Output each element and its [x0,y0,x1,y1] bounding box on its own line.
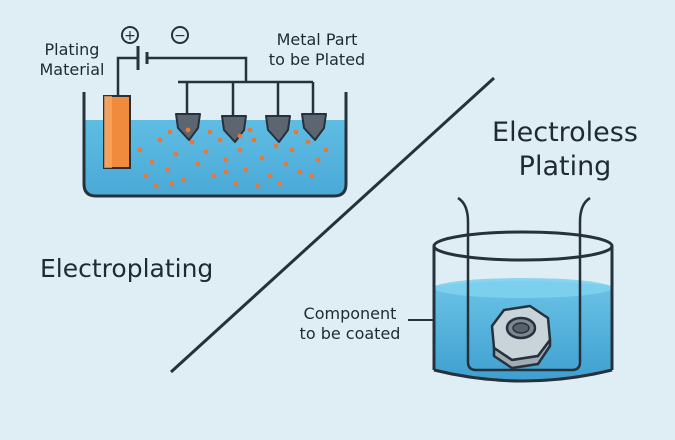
tank-outline [82,92,348,198]
anode-plate-icon [103,95,131,169]
divider-line [169,76,496,374]
ion-particle [203,149,209,155]
ion-particle [195,161,201,167]
ion-particle [293,129,299,135]
ion-particle [277,181,283,187]
ion-particle [237,133,243,139]
ion-particle [207,129,213,135]
ion-particle [305,139,311,145]
ion-particle [273,143,279,149]
negative-terminal-icon [171,26,189,44]
ion-particle [237,147,243,153]
component-label: Component to be coated [299,304,401,343]
ion-particle [223,157,229,163]
ion-particle [251,137,257,143]
electroplating-title: Electroplating [40,254,214,283]
electroless-title: Electroless Plating [492,117,638,182]
ion-particle [169,181,175,187]
power-circuit [116,46,315,118]
ion-particle [247,127,253,133]
ion-particle [157,137,163,143]
hex-nut-icon [490,304,552,370]
metal-part-label: Metal Part to be Plated [268,30,366,69]
ion-particle [167,129,173,135]
ion-particle [223,169,229,175]
ion-particle [165,167,171,173]
ion-particle [153,183,159,189]
ion-particle [189,139,195,145]
ion-particle [259,155,265,161]
plating-material-label: Plating Material [39,40,105,79]
positive-terminal-icon [121,26,139,44]
metal-ion-particles [137,127,329,189]
ion-particle [297,169,303,175]
metal-parts-icon [175,113,327,143]
ion-particle [181,177,187,183]
ion-particle [243,167,249,173]
ion-particle [283,161,289,167]
ion-particle [309,173,315,179]
ion-particle [315,157,321,163]
ion-particle [217,137,223,143]
ion-particle [185,127,191,133]
ion-particle [323,147,329,153]
ion-particle [289,147,295,153]
positive-symbol: + [124,28,136,44]
ion-particle [267,173,273,179]
ion-particle [173,151,179,157]
ion-particle [149,159,155,165]
ion-particle [233,181,239,187]
negative-symbol: − [174,28,186,44]
ion-particle [255,183,261,189]
ion-particle [143,173,149,179]
ion-particle [137,147,143,153]
ion-particle [211,173,217,179]
